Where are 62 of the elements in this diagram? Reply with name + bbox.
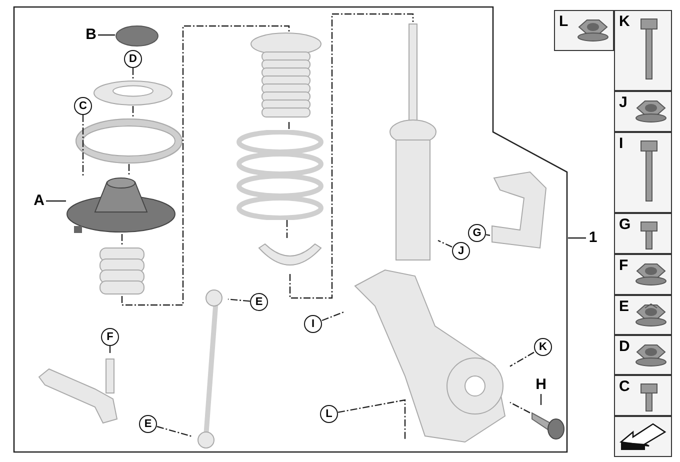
callout-letter: 1 — [586, 229, 600, 247]
callout-letter: L — [320, 405, 338, 423]
leader-line — [288, 122, 290, 130]
leader-line — [338, 399, 406, 441]
callout-letter: E — [139, 415, 157, 433]
leader-line — [156, 426, 192, 437]
callout-letter: I — [304, 315, 322, 333]
part-panel — [614, 91, 672, 132]
leader-line — [46, 200, 66, 202]
callout-letter: E — [250, 293, 268, 311]
callout-letter: D — [124, 50, 142, 68]
part-letter: E — [619, 298, 630, 315]
callout-letter: K — [534, 338, 552, 356]
part-panel — [614, 213, 672, 254]
leader-line — [568, 237, 586, 239]
leader-line — [438, 240, 452, 248]
leader-line — [98, 34, 115, 36]
callout-letter: G — [468, 224, 486, 242]
part-panel — [614, 10, 672, 91]
leader-line — [128, 164, 130, 176]
part-panel — [614, 375, 672, 416]
bump-stop-drawing — [97, 246, 147, 296]
leader-line — [121, 25, 290, 306]
strut-mount-drawing — [66, 176, 176, 234]
callout-letter: B — [84, 26, 98, 44]
leader-line — [510, 402, 530, 414]
assembly-frame — [13, 6, 568, 453]
callout-letter: J — [452, 242, 470, 260]
leader-line — [132, 68, 134, 80]
shock-absorber-drawing — [388, 22, 438, 262]
part-letter: D — [619, 338, 630, 355]
callout-letter: C — [74, 97, 92, 115]
part-letter: G — [619, 216, 631, 233]
part-panel — [614, 254, 672, 295]
coil-spring-drawing — [235, 130, 325, 220]
part-letter: F — [619, 257, 628, 274]
leader-line — [132, 106, 134, 118]
leader-line — [228, 298, 250, 302]
part-panel — [614, 295, 672, 335]
leader-line — [289, 13, 414, 299]
part-letter: L — [559, 13, 568, 30]
leader-line — [121, 234, 123, 246]
part-letter: I — [619, 135, 624, 152]
part-panel — [614, 132, 672, 213]
gasket-drawing — [75, 118, 183, 164]
leader-line — [322, 311, 346, 322]
part-letter: C — [619, 378, 630, 395]
part-panel — [614, 335, 672, 375]
leader-line — [82, 115, 84, 176]
cap-drawing — [115, 25, 159, 47]
part-panel — [554, 10, 614, 51]
leader-line — [486, 234, 490, 236]
leader-line — [540, 394, 542, 405]
leader-line — [286, 220, 288, 238]
callout-letter: A — [32, 192, 46, 210]
bearing-plate-drawing — [93, 80, 173, 106]
part-letter: K — [619, 13, 630, 30]
leader-line — [109, 346, 111, 355]
callout-letter: F — [101, 328, 119, 346]
leader-line — [510, 352, 534, 367]
callout-letter: H — [534, 376, 548, 394]
part-letter: J — [619, 94, 628, 111]
